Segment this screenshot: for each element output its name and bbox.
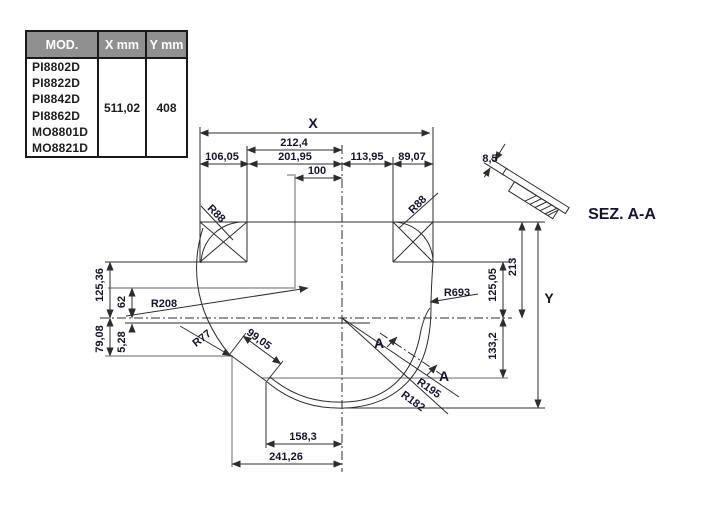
dim-125-05-label: 125,05 xyxy=(487,268,499,302)
r182-label: R182 xyxy=(399,389,427,414)
cut-letter-a-bottom: A xyxy=(439,368,449,384)
extension-lines xyxy=(105,261,545,448)
col-header-mod: MOD. xyxy=(25,30,99,59)
radius-labels: R88 R88 R208 R77 R693 R195 R182 xyxy=(151,193,470,414)
dim-62-label: 62 xyxy=(116,296,128,308)
dimension-labels: X 212,4 106,05 201,95 113,95 89,07 100 1… xyxy=(94,115,554,463)
cut-letter-a-top: A xyxy=(374,335,384,351)
dim-100-label: 100 xyxy=(308,165,326,177)
dim-158-label: 158,3 xyxy=(289,431,317,443)
radius-leaders xyxy=(125,285,479,415)
dim-79-label: 79,08 xyxy=(94,325,106,353)
dim-113-label: 113,95 xyxy=(350,151,383,163)
r77-label: R77 xyxy=(191,328,214,350)
x-dim-label: X xyxy=(308,115,318,131)
model-name: PI8822D xyxy=(32,76,81,91)
model-name: PI8802D xyxy=(32,60,81,74)
table-body-row: PI8802D PI8822D PI8842D PI8862D MO8801D … xyxy=(25,56,188,159)
dim-133-label: 133,2 xyxy=(487,332,499,360)
y-value-cell: 408 xyxy=(145,56,188,159)
col-header-x: X mm xyxy=(97,30,147,59)
dim-212-label: 212,4 xyxy=(280,137,308,149)
dimension-lines xyxy=(106,129,542,468)
dim-89-label: 89,07 xyxy=(398,151,426,163)
dim-106-label: 106,05 xyxy=(205,151,239,163)
section-view xyxy=(482,143,570,220)
model-list-cell: PI8802D PI8822D PI8842D PI8862D MO8801D … xyxy=(25,56,99,159)
section-thickness-label: 8,5 xyxy=(482,153,497,165)
model-dimension-table: MOD. X mm Y mm PI8802D PI8822D PI8842D P… xyxy=(25,30,188,159)
model-name: MO8821D xyxy=(32,141,89,156)
dim-5-28-label: 5,28 xyxy=(116,331,128,352)
r208-label: R208 xyxy=(151,298,177,310)
dim-125-36-label: 125,36 xyxy=(94,268,106,302)
x-value-cell: 511,02 xyxy=(97,56,147,159)
cutout-outline xyxy=(196,127,545,409)
cutout-outline-gray xyxy=(105,174,508,467)
dim-213-label: 213 xyxy=(507,258,519,276)
model-name: MO8801D xyxy=(32,124,89,139)
r693-label: R693 xyxy=(444,287,470,299)
model-name: PI8862D xyxy=(32,108,81,123)
section-title: SEZ. A-A xyxy=(588,206,656,223)
dim-201-label: 201,95 xyxy=(278,151,312,163)
dim-241-label: 241,26 xyxy=(269,451,303,463)
table-header-row: MOD. X mm Y mm xyxy=(25,30,188,59)
col-header-y: Y mm xyxy=(145,30,188,59)
model-name: PI8842D xyxy=(32,92,81,107)
r88-right-label: R88 xyxy=(406,193,429,216)
section-labels: A A 8,5 SEZ. A-A xyxy=(374,153,656,384)
y-dim-label: Y xyxy=(544,290,554,306)
